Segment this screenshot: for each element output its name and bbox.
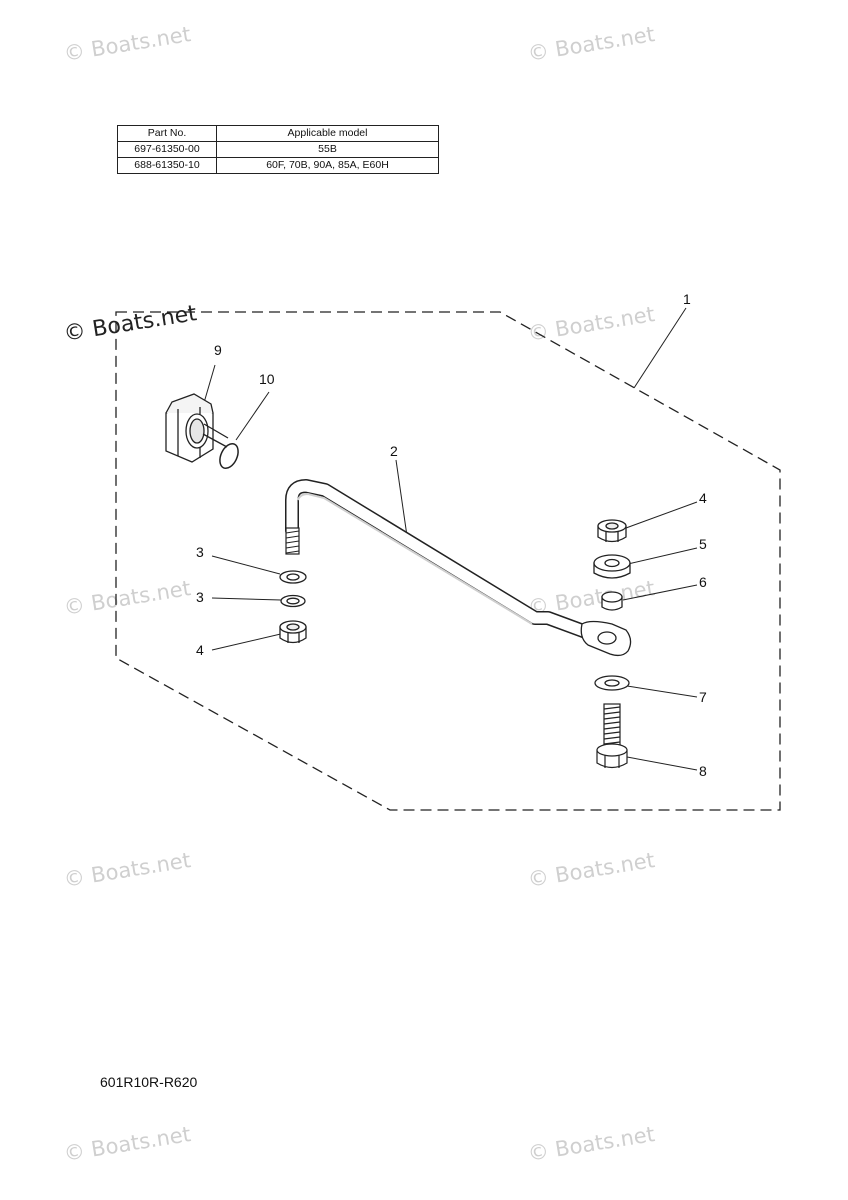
- table-row: 688-61350-10 60F, 70B, 90A, 85A, E60H: [117, 157, 439, 174]
- link-rod-part-2: [285, 479, 632, 657]
- leader-line-3b: [211, 597, 282, 601]
- part-number-cell: 688-61350-10: [117, 157, 217, 174]
- leader-line-5: [627, 547, 698, 565]
- leader-line-4a: [211, 632, 286, 651]
- nut-part-4: [279, 620, 307, 644]
- leader-line-10: [235, 391, 270, 441]
- callout-3: 3: [196, 589, 204, 605]
- drawing-code: 601R10R-R620: [100, 1074, 198, 1090]
- leader-line-3a: [211, 555, 281, 575]
- callout-1: 1: [683, 291, 691, 307]
- bolt-part-8: [596, 703, 628, 769]
- kit-boundary-outline: [115, 311, 781, 811]
- callout-4: 4: [196, 642, 204, 658]
- callout-8: 8: [699, 763, 707, 779]
- grommet-part-9: [165, 393, 229, 463]
- model-cell: 60F, 70B, 90A, 85A, E60H: [216, 157, 439, 174]
- callout-3: 3: [196, 544, 204, 560]
- callout-7: 7: [699, 689, 707, 705]
- leader-line-6: [622, 584, 698, 601]
- leader-line-1: [633, 307, 687, 389]
- washer-part-3: [279, 570, 307, 584]
- callout-6: 6: [699, 574, 707, 590]
- nut-part-4: [597, 519, 627, 543]
- leader-line-4b: [625, 501, 698, 529]
- leader-line-2: [395, 459, 408, 537]
- spacer-part-5: [593, 554, 631, 579]
- callout-5: 5: [699, 536, 707, 552]
- callout-2: 2: [390, 443, 398, 459]
- washer-part-7: [594, 675, 630, 691]
- washer-part-3: [280, 594, 306, 608]
- leader-line-8: [626, 756, 698, 771]
- o-ring-part-10: [219, 442, 239, 470]
- callout-10: 10: [259, 371, 275, 387]
- collar-part-6: [601, 591, 623, 611]
- callout-9: 9: [214, 342, 222, 358]
- applicability-table: Part No. Applicable model 697-61350-00 5…: [117, 125, 439, 174]
- leader-line-7: [626, 685, 698, 698]
- callout-4: 4: [699, 490, 707, 506]
